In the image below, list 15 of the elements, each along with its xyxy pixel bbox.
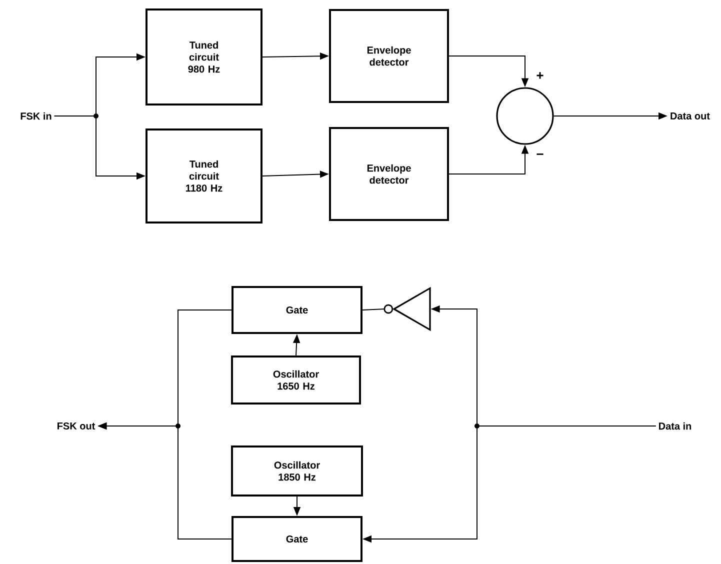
oscillator-box: Oscillator 1850 Hz <box>231 446 363 496</box>
filter-box: Tuned circuit 1180 Hz <box>146 128 262 224</box>
filter-box: Tuned circuit 980 Hz <box>146 8 262 106</box>
summer-circle <box>496 87 554 145</box>
edge-label: + <box>535 71 545 81</box>
input-label: Data in <box>659 422 692 430</box>
detector-box: Envelope detector <box>329 127 449 221</box>
oscillator-box: Oscillator 1650 Hz <box>231 356 361 404</box>
gate-box: Gate <box>232 286 362 334</box>
input-label: FSK in <box>20 112 52 120</box>
gate-box: Gate <box>232 516 362 562</box>
output-label: FSK out <box>58 422 96 430</box>
output-label: Data out <box>670 112 710 120</box>
detector-box: Envelope detector <box>329 9 449 103</box>
edge-label: − <box>535 152 545 160</box>
